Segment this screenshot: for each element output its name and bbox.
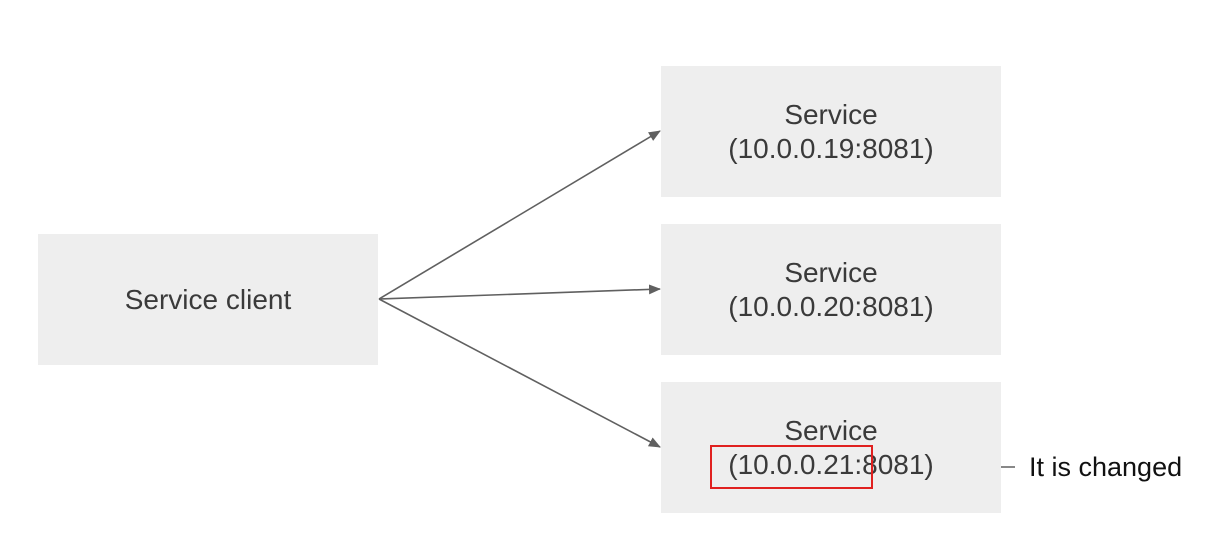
arrow-to-service-2 <box>378 284 661 300</box>
service-box-2: Service (10.0.0.20:8081) <box>661 224 1001 355</box>
arrow-to-service-1 <box>378 130 661 300</box>
change-annotation: It is changed <box>1029 452 1183 482</box>
service-name: Service <box>784 414 878 446</box>
service-box-1: Service (10.0.0.19:8081) <box>661 66 1001 197</box>
service-client-box: Service client <box>38 234 378 365</box>
service-address: (10.0.0.20:8081) <box>728 290 934 322</box>
service-address: (10.0.0.19:8081) <box>728 132 934 164</box>
arrow-to-service-3 <box>378 298 661 448</box>
changed-address-highlight <box>710 445 873 489</box>
service-name: Service <box>784 98 878 130</box>
service-client-label: Service client <box>124 283 292 315</box>
service-box-3: Service (10.0.0.21:8081) <box>661 382 1001 513</box>
service-name: Service <box>784 256 878 288</box>
service-address: (10.0.0.21:8081) <box>728 448 934 480</box>
